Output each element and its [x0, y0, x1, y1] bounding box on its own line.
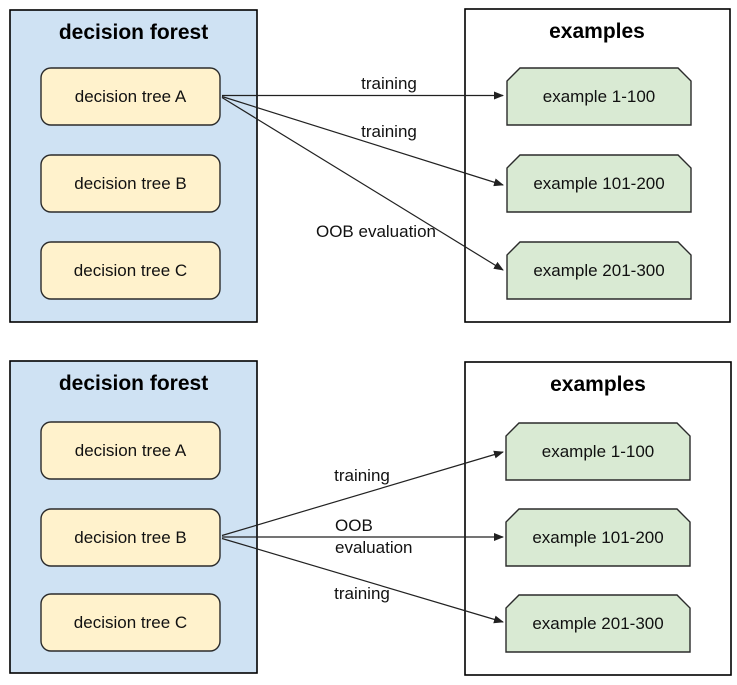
arrow-treeA-training-2	[221, 95, 504, 187]
example-node-101-200-label: example 101-200	[533, 174, 664, 193]
arrow-label-oob-evaluation: OOB evaluation	[316, 222, 436, 241]
example-node-201-300-label: example 201-300	[532, 614, 663, 633]
examples-title: examples	[550, 373, 646, 396]
arrow-label-training-1: training	[361, 74, 417, 93]
decision-forest-title: decision forest	[59, 372, 208, 395]
tree-node-a	[40, 67, 221, 126]
tree-node-a-label: decision tree A	[75, 87, 187, 106]
arrow-treeB-training-2	[221, 537, 504, 624]
example-node-201-300	[505, 594, 691, 653]
example-node-201-300-label: example 201-300	[533, 261, 664, 280]
example-node-101-200-label: example 101-200	[532, 528, 663, 547]
example-node-1-100	[505, 422, 691, 481]
panel-top: decision forest decision tree A decision…	[9, 8, 731, 323]
arrow-label-training-2: training	[334, 584, 390, 603]
arrow-label-oob-line1: OOB	[335, 516, 373, 535]
arrow-label-oob-line2: evaluation	[335, 538, 413, 557]
example-node-1-100-label: example 1-100	[543, 87, 655, 106]
arrow-label-training-1: training	[334, 466, 390, 485]
examples-title: examples	[549, 20, 645, 43]
example-node-1-100-label: example 1-100	[542, 442, 654, 461]
decision-forest-title: decision forest	[59, 21, 208, 44]
example-node-201-300	[506, 241, 692, 300]
example-node-101-200	[505, 508, 691, 567]
tree-node-c	[40, 593, 221, 652]
tree-node-c-label: decision tree C	[74, 261, 187, 280]
tree-node-b	[40, 508, 221, 567]
arrow-label-training-2: training	[361, 122, 417, 141]
tree-node-b-label: decision tree B	[74, 528, 186, 547]
panel-bottom: decision forest decision tree A decision…	[9, 360, 732, 676]
arrow-treeA-oob-evaluation	[221, 96, 504, 271]
tree-node-b	[40, 154, 221, 213]
tree-node-b-label: decision tree B	[74, 174, 186, 193]
tree-node-c	[40, 241, 221, 300]
example-node-1-100	[506, 67, 692, 126]
arrow-treeB-training-1	[221, 450, 504, 537]
tree-node-c-label: decision tree C	[74, 613, 187, 632]
tree-node-a	[40, 421, 221, 480]
example-node-101-200	[506, 154, 692, 213]
tree-node-a-label: decision tree A	[75, 441, 187, 460]
